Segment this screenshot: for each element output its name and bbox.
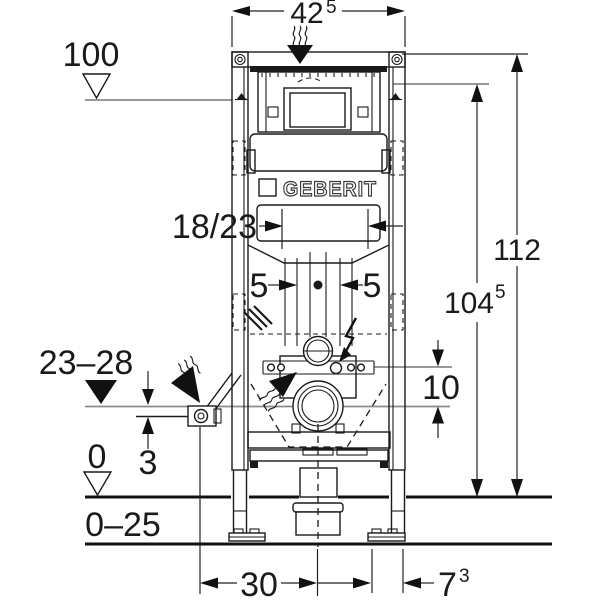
level-label: 100 <box>63 36 120 74</box>
dim-label-sup: 3 <box>459 566 470 587</box>
corner-screw-icon <box>391 53 403 66</box>
outlet-assembly <box>250 335 387 448</box>
level-marker-open-icon <box>81 73 112 100</box>
level-label: 0–25 <box>85 506 161 544</box>
corner-screw-icon <box>234 53 246 66</box>
dim-label: 104 <box>444 287 494 320</box>
dim-bolt-spacing: 18/23 <box>172 208 403 246</box>
dim-label-sup: 5 <box>326 0 337 18</box>
level-label: 0 <box>88 438 107 476</box>
dim-center-offsets: 5 5 <box>250 267 382 305</box>
flush-plate-window <box>283 87 352 131</box>
electrical-socket <box>329 361 343 375</box>
dim-label: 3 <box>139 444 158 482</box>
dim-top-edge-height: 104 5 <box>444 84 506 497</box>
outlet-vent-icon <box>259 372 297 412</box>
dim-label: 5 <box>250 267 269 305</box>
dim-label: 10 <box>422 369 460 407</box>
lightning-bolt-icon <box>339 317 358 362</box>
level-marker-filled-icon <box>85 380 117 404</box>
dim-label: 30 <box>240 566 278 600</box>
water-supply-fitting <box>136 372 242 427</box>
dim-frame-width: 42 5 <box>231 0 406 47</box>
level-100: 100 <box>63 36 120 100</box>
floor-lines <box>85 495 552 546</box>
supply-vent-icon <box>171 355 201 403</box>
level-label: 23–28 <box>39 344 134 382</box>
brand-wordmark: GEBERIT <box>283 178 377 201</box>
pan-outline <box>250 383 387 448</box>
frame-midsection <box>243 204 390 346</box>
axis-point <box>313 280 323 290</box>
logo-square-icon <box>258 178 277 197</box>
dim-bottom: 30 7 3 <box>199 427 470 600</box>
dim-label: 7 <box>438 566 457 600</box>
geberit-logo: GEBERIT <box>258 177 377 202</box>
dim-label: 5 <box>363 267 382 305</box>
dim-label: 112 <box>493 234 541 267</box>
anchor-mark-icon <box>235 93 402 101</box>
dim-supply-drop: 3 <box>139 371 158 482</box>
level-floor: 0 0–25 <box>82 438 161 544</box>
diagonal-brace <box>243 305 273 331</box>
dim-label: 42 <box>290 0 323 30</box>
dim-label-sup: 5 <box>495 282 506 303</box>
level-marker-open-icon <box>82 471 113 497</box>
cistern-front-panel <box>249 133 388 172</box>
dim-bolt-to-supply: 10 <box>422 340 460 438</box>
level-supply: 23–28 <box>39 344 134 404</box>
concealed-cistern <box>249 66 388 172</box>
frame-base <box>228 424 406 547</box>
dim-label: 18/23 <box>172 208 257 246</box>
top-vent-icon <box>287 25 313 64</box>
dim-total-height: 112 <box>493 54 541 497</box>
